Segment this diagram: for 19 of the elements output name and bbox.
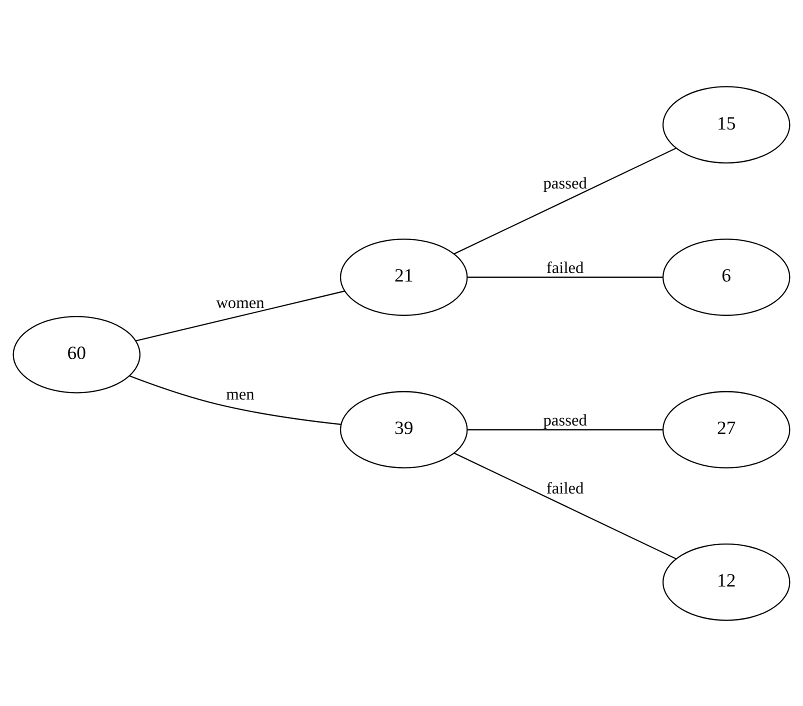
connector [468, 276, 663, 278]
connector [468, 428, 663, 430]
edge-label: passed [543, 172, 587, 192]
node-ellipse: 27 [662, 390, 790, 468]
node-ellipse: 12 [662, 543, 790, 620]
node-ellipse: 60 [12, 315, 141, 393]
edge-label: passed [543, 410, 587, 429]
edge-label: failed [546, 478, 584, 497]
node-ellipse: 15 [662, 86, 790, 163]
connector [129, 374, 341, 424]
node-ellipse: 39 [340, 390, 468, 468]
edge-label: men [226, 384, 254, 403]
node-ellipse: 6 [662, 238, 790, 316]
edge-label: failed [546, 257, 584, 276]
edge-label: women [216, 292, 264, 312]
connector [136, 290, 345, 341]
node-ellipse: 21 [340, 238, 468, 316]
connector [454, 147, 676, 254]
connector [454, 452, 676, 559]
